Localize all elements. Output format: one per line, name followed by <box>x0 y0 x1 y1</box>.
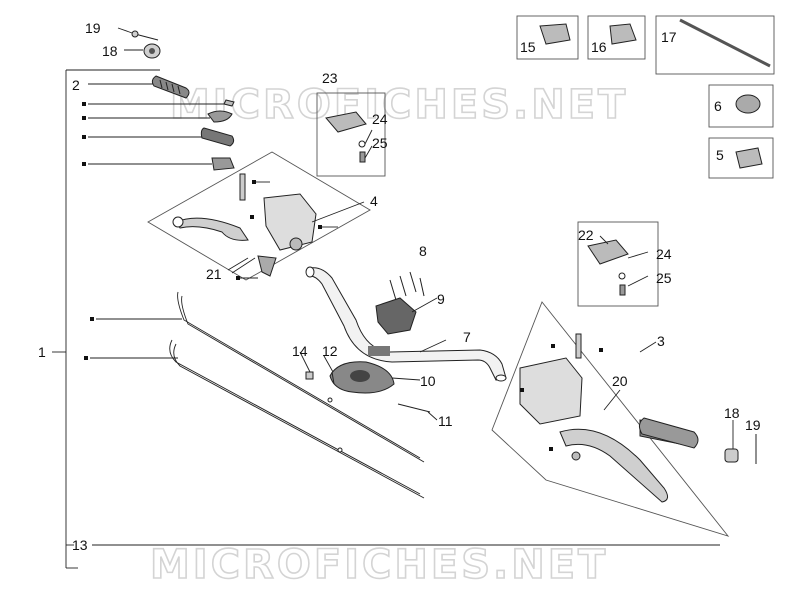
callout-12: 12 <box>322 343 338 359</box>
part-10-handlebar-riser <box>329 361 395 394</box>
part-19-screw-left <box>117 27 159 41</box>
part-14-nut <box>305 371 314 380</box>
callout-5: 5 <box>716 147 724 163</box>
bracket-markers <box>82 102 225 360</box>
callout-19-left: 19 <box>85 20 101 36</box>
callout-4: 4 <box>370 193 378 209</box>
callout-3: 3 <box>657 333 665 349</box>
part-18-bar-end-weight-left <box>124 43 161 59</box>
callout-labels: 19 18 2 23 24 25 4 21 8 9 7 1 14 12 10 1… <box>38 20 761 553</box>
callout-10: 10 <box>420 373 436 389</box>
callout-18-right: 18 <box>724 405 740 421</box>
box-17 <box>655 15 775 75</box>
part-grip-right <box>638 417 699 449</box>
part-11-pin <box>397 403 431 413</box>
part-9-clamp <box>375 297 417 335</box>
cables <box>169 291 425 499</box>
part-7-handlebar <box>305 266 507 382</box>
box-6 <box>708 84 774 128</box>
right-lever-assembly <box>491 301 730 537</box>
box-22-24-25 <box>577 221 659 307</box>
part-12-pin <box>331 371 335 385</box>
callout-24-top: 24 <box>372 111 388 127</box>
callout-14: 14 <box>292 343 308 359</box>
callout-6: 6 <box>714 98 722 114</box>
callout-13: 13 <box>72 537 88 553</box>
callout-15: 15 <box>520 39 536 55</box>
callout-24-right: 24 <box>656 246 672 262</box>
watermark-top: MICROFICHES.NET <box>170 82 628 128</box>
callout-23: 23 <box>322 70 338 86</box>
callout-18-left: 18 <box>102 43 118 59</box>
part-2-grip-left <box>88 75 190 99</box>
box-5 <box>708 137 774 179</box>
left-lever-assembly <box>147 151 371 281</box>
callout-17: 17 <box>661 29 677 45</box>
watermark-bottom: MICROFICHES.NET <box>150 542 608 588</box>
box-16 <box>587 15 646 60</box>
callout-2: 2 <box>72 77 80 93</box>
callout-25-right: 25 <box>656 270 672 286</box>
assembly-bracket <box>52 69 720 569</box>
box-15 <box>516 15 579 60</box>
small-parts-left <box>200 99 235 171</box>
leader-lines <box>227 201 657 421</box>
callout-8: 8 <box>419 243 427 259</box>
callout-1: 1 <box>38 344 46 360</box>
box-23-24-25 <box>316 92 386 177</box>
part-8-bolts <box>389 271 425 301</box>
callout-16: 16 <box>591 39 607 55</box>
callout-11: 11 <box>438 413 453 429</box>
callout-9: 9 <box>437 291 445 307</box>
callout-25-top: 25 <box>372 135 388 151</box>
callout-21: 21 <box>206 266 222 282</box>
callout-7: 7 <box>463 329 471 345</box>
callout-19-right: 19 <box>745 417 761 433</box>
callout-20: 20 <box>612 373 628 389</box>
part-18-bar-end-weight-right <box>724 420 739 463</box>
callout-22: 22 <box>578 227 594 243</box>
